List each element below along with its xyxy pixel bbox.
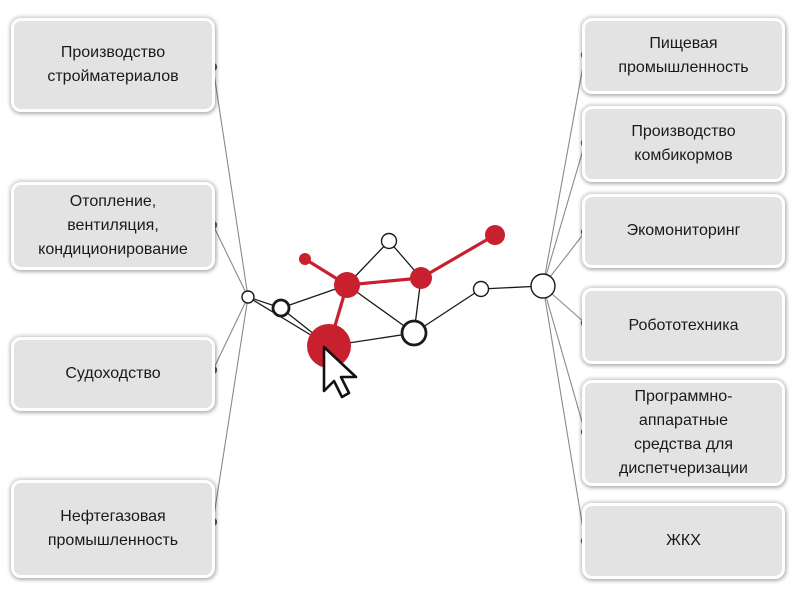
category-label: Судоходство (65, 365, 161, 382)
connector-lines (212, 54, 586, 542)
category-box-oil-gas[interactable]: Нефтегазовая промышленность (11, 480, 215, 578)
network-node-accent (307, 324, 351, 368)
category-box-eco-monitoring[interactable]: Экомониторинг (582, 194, 785, 268)
cursor-arrow-icon (322, 345, 358, 399)
network-node-accent (485, 225, 505, 245)
connector-line (542, 54, 586, 287)
network-node (241, 290, 255, 304)
network-node-accent (410, 267, 432, 289)
category-box-robotics[interactable]: Робототехника (582, 288, 785, 364)
connector-line (212, 224, 249, 298)
category-label: Производство стройматериалов (47, 44, 179, 85)
network-node-accent (334, 272, 360, 298)
category-label: Пищевая промышленность (618, 35, 749, 76)
connector-dots (208, 50, 590, 546)
category-label: Экомониторинг (626, 222, 741, 239)
network-node (271, 298, 291, 318)
category-label: Робототехника (628, 317, 739, 334)
category-box-food-industry[interactable]: Пищевая промышленность (582, 18, 785, 94)
connector-line (212, 296, 249, 371)
category-label: Программно- аппаратные средства для дисп… (619, 388, 748, 477)
connector-line (212, 66, 249, 298)
category-label: Нефтегазовая промышленность (47, 508, 179, 549)
category-box-hvac[interactable]: Отопление, вентиляция, кондиционирование (11, 182, 215, 270)
network-node-accent (299, 253, 311, 265)
connector-line (542, 285, 586, 433)
connector-line (542, 142, 586, 287)
category-box-feed-production[interactable]: Производство комбикормов (582, 106, 785, 182)
category-box-building-materials[interactable]: Производство стройматериалов (11, 18, 215, 112)
network-edge (346, 284, 415, 334)
category-label: ЖКХ (666, 532, 701, 549)
network-node (472, 280, 490, 298)
category-box-shipping[interactable]: Судоходство (11, 337, 215, 411)
category-box-dispatch-systems[interactable]: Программно- аппаратные средства для дисп… (582, 380, 785, 486)
network-node (380, 232, 398, 250)
network-edge-accent (420, 233, 496, 280)
network-node (530, 273, 556, 299)
category-box-housing-utilities[interactable]: ЖКХ (582, 503, 785, 579)
category-label: Производство комбикормов (631, 123, 736, 164)
network-graph-icon (241, 225, 556, 368)
category-label: Отопление, вентиляция, кондиционирование (38, 193, 188, 258)
connector-line (542, 285, 586, 542)
network-node (400, 319, 428, 347)
connector-line (212, 296, 249, 523)
